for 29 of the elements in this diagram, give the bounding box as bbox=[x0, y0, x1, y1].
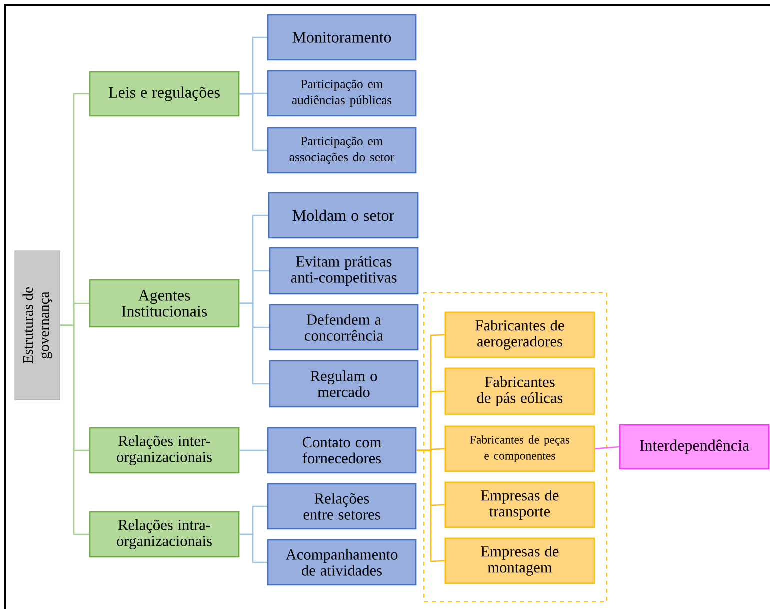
item-box: Defendem a concorrência bbox=[269, 304, 419, 351]
supplier-box: Fabricantes de pás eólicas bbox=[444, 368, 596, 416]
outcome-box: Interdependência bbox=[619, 424, 770, 470]
item-box: Participação em audiências públicas bbox=[267, 70, 417, 117]
connector-line bbox=[416, 450, 445, 562]
category-box: Relações inter-organizacionais bbox=[89, 427, 240, 474]
root-box: Estruturas de governança bbox=[14, 250, 60, 400]
connector-line bbox=[240, 93, 268, 152]
item-box: Contato com fornecedores bbox=[267, 427, 417, 474]
item-box: Evitam práticas anti-competitivas bbox=[269, 247, 419, 295]
item-box: Relações entre setores bbox=[267, 483, 417, 530]
connector-line bbox=[595, 446, 620, 450]
category-box: Agentes Institucionais bbox=[89, 279, 240, 328]
supplier-box: Fabricantes de aerogeradores bbox=[444, 312, 596, 358]
item-box: Acompanhamento de atividades bbox=[267, 539, 417, 586]
supplier-box: Empresas de montagem bbox=[444, 538, 596, 584]
supplier-box: Fabricantes de peças e componentes bbox=[444, 426, 596, 472]
dashed-group-box bbox=[423, 292, 608, 603]
connector-line bbox=[240, 302, 270, 385]
item-box: Regulam o mercado bbox=[269, 360, 419, 408]
connector-line bbox=[240, 450, 268, 452]
connector-line bbox=[60, 324, 90, 536]
supplier-box: Empresas de transporte bbox=[444, 482, 596, 528]
connector-line bbox=[240, 534, 268, 564]
item-box: Moldam o setor bbox=[268, 192, 419, 239]
category-box: Leis e regulações bbox=[89, 71, 240, 117]
category-box: Relações intra-organizacionais bbox=[89, 511, 240, 558]
item-box: Participação em associações do setor bbox=[267, 127, 417, 174]
item-box: Monitoramento bbox=[267, 14, 417, 61]
